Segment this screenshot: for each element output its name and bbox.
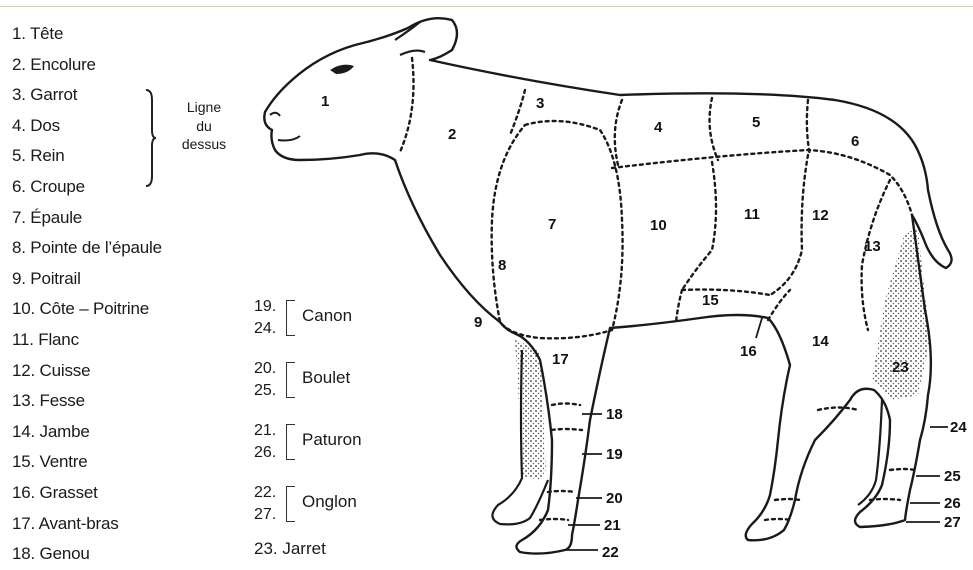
label-1: 1 [321,93,329,110]
label-5: 5 [752,114,760,131]
label-27: 27 [944,514,961,531]
shoulder-outline [492,121,623,338]
front-fetlock-border [548,491,575,492]
mouth [278,136,300,141]
label-2: 2 [448,126,456,143]
label-16: 16 [740,343,757,360]
label-10: 10 [650,217,667,234]
label-6: 6 [851,133,859,150]
label-26: 26 [944,495,961,512]
dos-front-border [615,100,622,165]
label-24: 24 [950,419,967,436]
hind-near-pastern-border [765,519,792,520]
nostril [270,113,280,116]
leader-16 [756,318,762,338]
rein-croupe-border [807,100,810,155]
head-neck-border [400,58,414,152]
label-23: 23 [892,359,909,376]
label-19: 19 [606,446,623,463]
label-21: 21 [604,517,621,534]
label-3: 3 [536,95,544,112]
dos-rein-border [710,98,718,160]
hind-far-leg [858,400,882,505]
label-20: 20 [606,490,623,507]
sheep-outline [264,18,951,553]
hind-near-fetlock-border [775,499,800,500]
topline-border [612,150,912,215]
label-13: 13 [864,238,881,255]
label-18: 18 [606,406,623,423]
label-4: 4 [654,119,663,136]
flank-cuisse-border [682,162,716,290]
label-17: 17 [552,351,569,368]
hind-fetlock-border [890,469,915,470]
label-14: 14 [812,333,829,350]
label-12: 12 [812,207,829,224]
label-15: 15 [702,292,719,309]
eye [330,65,354,74]
label-8: 8 [498,257,506,274]
label-22: 22 [602,544,619,561]
front-canon-border [552,429,582,430]
front-knee-border [552,404,580,406]
label-11: 11 [744,206,760,223]
label-9: 9 [474,314,482,331]
label-25: 25 [944,468,961,485]
hind-knee-border [818,408,858,411]
label-7: 7 [548,216,556,233]
cuisse-border [770,155,808,295]
